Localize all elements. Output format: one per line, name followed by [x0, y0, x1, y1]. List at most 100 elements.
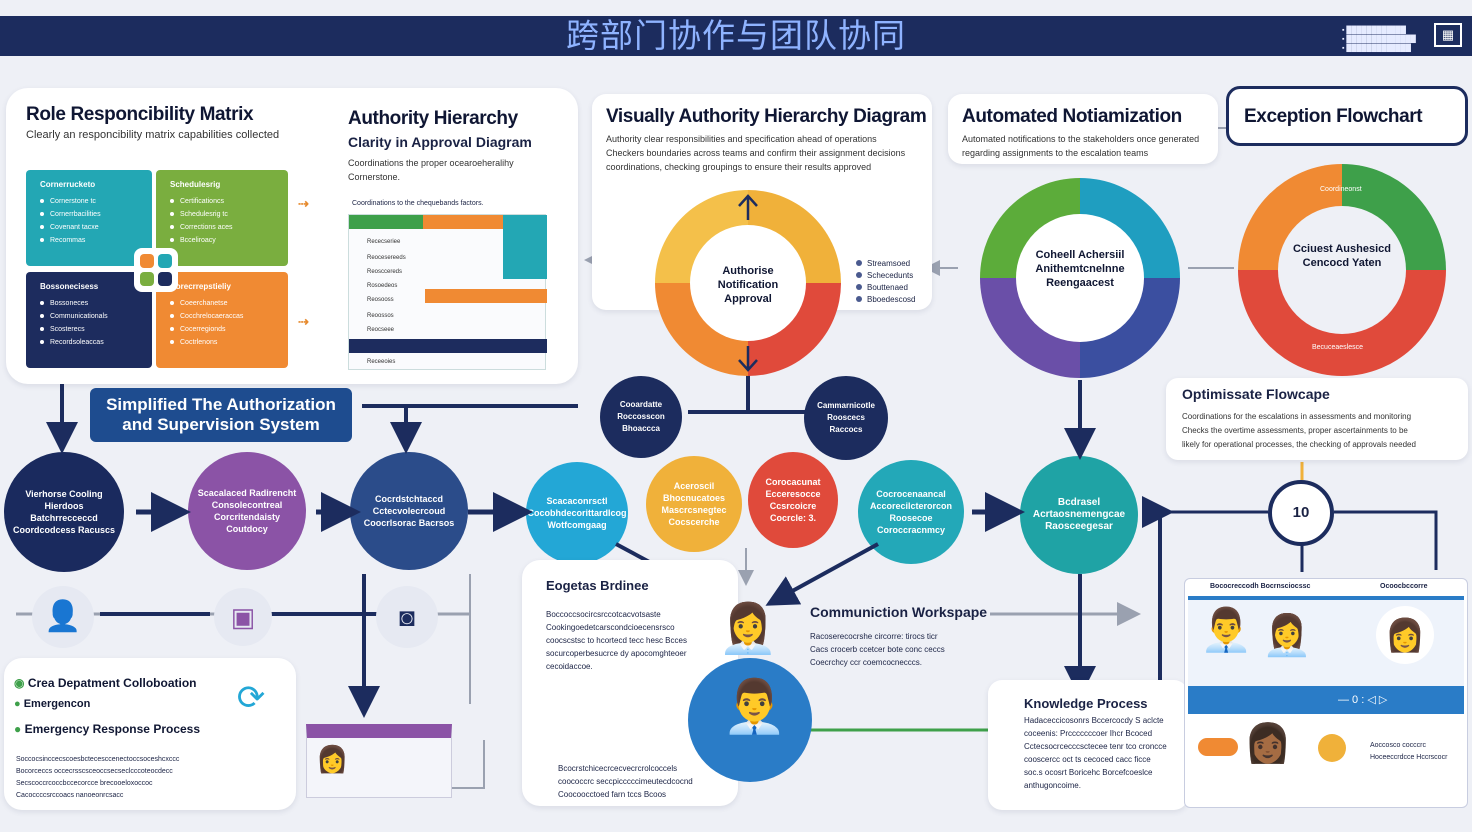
quadrant-head: Cornerrucketo [40, 180, 96, 189]
wheel-label: Coheell Achersiil Anithemtcnelnne Reenga… [1035, 249, 1125, 289]
quadrant-item: Schedulesrig tc [170, 208, 276, 221]
table-row: Rosoedeos [367, 283, 398, 289]
role-matrix-subtitle: Clearly an responcibility matrix capabil… [26, 129, 280, 141]
header-note: ▪ ████████████ ▪ ██████████████ ▪ ██████… [1342, 26, 1416, 53]
chat-bubble-icon [1318, 734, 1346, 762]
flow-node[interactable]: Scacalaced Radirencht Consolecontreal Co… [188, 452, 306, 570]
wheel-label: Authorise Notification Approval [717, 265, 779, 305]
table-row: Rececseriee [367, 239, 401, 245]
optimize-desc: Coordinations for the escalations in ass… [1182, 412, 1416, 449]
table-row: Reocseee [367, 327, 395, 333]
quadrant-head: Bossonecisess [40, 282, 99, 291]
matrix-quadrant[interactable]: Schedulesrig Certificationcs Schedulesri… [156, 170, 288, 266]
knowledge-desc: Hadaceccicosonrs Bccercocdy S aclcte coc… [1024, 716, 1167, 790]
flow-node[interactable]: Bcdrasel Acrtaosnemengcae Raosceegesar [1020, 456, 1138, 574]
matrix-quadrant[interactable]: Cornerrucketo Cornerstone tc Cornerrbaci… [26, 170, 152, 266]
optimize-card [1166, 378, 1468, 460]
participant-icon: 👨‍💼 [1200, 606, 1253, 653]
table-row: Reosccereds [367, 269, 403, 275]
role-matrix-title: Role Responcibility Matrix [26, 104, 254, 125]
collab-item[interactable]: ◉ Crea Depatment Colloboation [14, 676, 197, 690]
collab-desc: Soccocsinccecscoesbctecesccenectoccsoces… [16, 756, 180, 799]
grid-apps-icon [134, 248, 178, 292]
authority-wheel[interactable] [655, 190, 841, 376]
authority-desc: Coordinations the proper ocearoeheralihy… [348, 158, 514, 182]
quadrant-item: Cornerstone tc [40, 195, 140, 208]
dashed-arrow-icon: ⇢ [298, 314, 309, 329]
flow-node[interactable]: Aceroscil Bhocnucatoes Mascrcsnegtec Coc… [646, 456, 742, 552]
table-grid-icon[interactable]: ▦ [1434, 23, 1462, 47]
monitor-icon: ◙ [376, 586, 438, 648]
flow-node[interactable]: Cocrdstchtaccd Cctecvolecrcoud Coocrlsor… [350, 452, 468, 570]
optimize-title: Optimissate Flowcape [1182, 386, 1330, 402]
automated-card [948, 94, 1218, 164]
flow-node[interactable]: Cammarnicotle Rooscecs Raccocs [804, 376, 888, 460]
quadrant-item: Bossoneces [40, 297, 140, 310]
matrix-quadrant[interactable]: Corecrrepstieliy Coeerchanetse Cocchrelo… [156, 272, 288, 368]
quadrant-item: Corrections aces [170, 221, 276, 234]
quadrant-item: Certificationcs [170, 195, 276, 208]
knowledge-card [988, 680, 1188, 810]
participant-icon: 👩‍💼 [1262, 614, 1312, 658]
connector-line [452, 740, 485, 789]
automated-desc: Automated notifications to the stakehold… [962, 134, 1200, 158]
video-panel-header: Bococreccodh Bocrnsciocssc [1210, 583, 1311, 590]
quadrant-item: Communicationals [40, 310, 140, 323]
header-note-line: ▪ ████████████ [1342, 27, 1406, 34]
counter-badge[interactable]: 10 [1268, 480, 1334, 546]
header-note-line: ▪ █████████████ [1342, 45, 1411, 52]
exception-box[interactable] [1226, 86, 1468, 146]
support-agent-icon: 👩‍💼 [718, 603, 778, 656]
quadrant-item: Cocerregionds [170, 323, 276, 336]
avatar-icon: 👤 [32, 586, 94, 648]
exception-wheel[interactable] [1238, 164, 1446, 376]
header-note-line: ▪ ██████████████ [1342, 36, 1416, 43]
video-caption: Aoccosco cocccrc Hoceeccrdcce Hccrscocr [1370, 742, 1448, 761]
wheel-top-note: Coordineonst [1320, 186, 1362, 193]
collaboration-cycle-icon: ⟳ [236, 679, 266, 717]
video-panel-chip: Ocoocbccorre [1380, 583, 1428, 590]
flow-node[interactable]: Scacaconrsctl Cocobhdecorittardlcog Wotf… [526, 462, 628, 564]
quadrant-item: Recordsoleaccas [40, 336, 140, 349]
comm-workspace-desc: Racoserecocrshe circorre: tirocs ticr Ca… [810, 632, 945, 667]
exception-title: Exception Flowchart [1244, 106, 1423, 127]
escalation-desc: Boccoccsocircsrccotcacvotsaste Cookingoe… [546, 610, 687, 671]
authority-table-title: Coordinations to the chequebands factors… [352, 200, 484, 207]
visual-hierarchy-title: Visually Authority Hierarchy Diagram [606, 106, 927, 127]
comm-workspace-title: Communiction Workspape [810, 604, 988, 620]
quadrant-head: Corecrrepstieliy [170, 282, 231, 291]
collab-item[interactable]: ● Emergency Response Process [14, 722, 201, 736]
wheel-bottom-note: Becuceaeslesce [1312, 344, 1363, 351]
quadrant-head: Schedulesrig [170, 180, 221, 189]
team-member-icon: 👨‍💼 [722, 678, 787, 736]
flow-node[interactable]: Vierhorse Cooling Hierdoos Batchrreccecc… [4, 452, 124, 572]
flow-node[interactable]: Cooardatte Roccosscon Bhoaccca [600, 376, 682, 458]
collab-item[interactable]: ● Emergencon [14, 698, 91, 710]
quadrant-item: Cornerrbacilities [40, 208, 140, 221]
team-circle [688, 658, 812, 782]
quadrant-item: Scosterecs [40, 323, 140, 336]
table-row: Reoossos [367, 313, 394, 319]
notification-wheel[interactable] [980, 178, 1180, 378]
knowledge-title: Knowledge Process [1024, 696, 1148, 711]
quadrant-item: Bcceliroacy [170, 234, 276, 247]
quadrant-item: Covenant tacxe [40, 221, 140, 234]
connector-arrow [765, 542, 879, 606]
quadrant-item: Cocchrelocaeraccas [170, 310, 276, 323]
wheel-legend: Streamsoed Schecedunts Bouttenaed Bboede… [856, 258, 915, 306]
profile-card[interactable] [306, 724, 452, 798]
connector-line [1160, 510, 1438, 570]
flow-node[interactable]: Corocacunat Ecceresocce Ccsrcoicre Cocrc… [748, 452, 838, 548]
simplified-system-pill[interactable]: Simplified The Authorization and Supervi… [90, 388, 352, 442]
automated-title: Automated Notiamization [962, 106, 1182, 127]
timeline-bar[interactable]: — 0 : ◁ ▷ [1188, 686, 1464, 714]
escalation-title: Eogetas Brdinee [546, 578, 649, 593]
participant-icon: 👩 [1376, 606, 1434, 664]
chat-bubble-icon [1198, 738, 1238, 756]
approval-table[interactable]: Rececseriee Reocesereeds Reosccereds Ros… [348, 214, 547, 370]
quadrant-item: Coctrlenons [170, 336, 276, 349]
table-row: Receeoies [367, 359, 396, 365]
collaboration-card [4, 658, 296, 810]
matrix-quadrant[interactable]: Bossonecisess Bossoneces Communicational… [26, 272, 152, 368]
